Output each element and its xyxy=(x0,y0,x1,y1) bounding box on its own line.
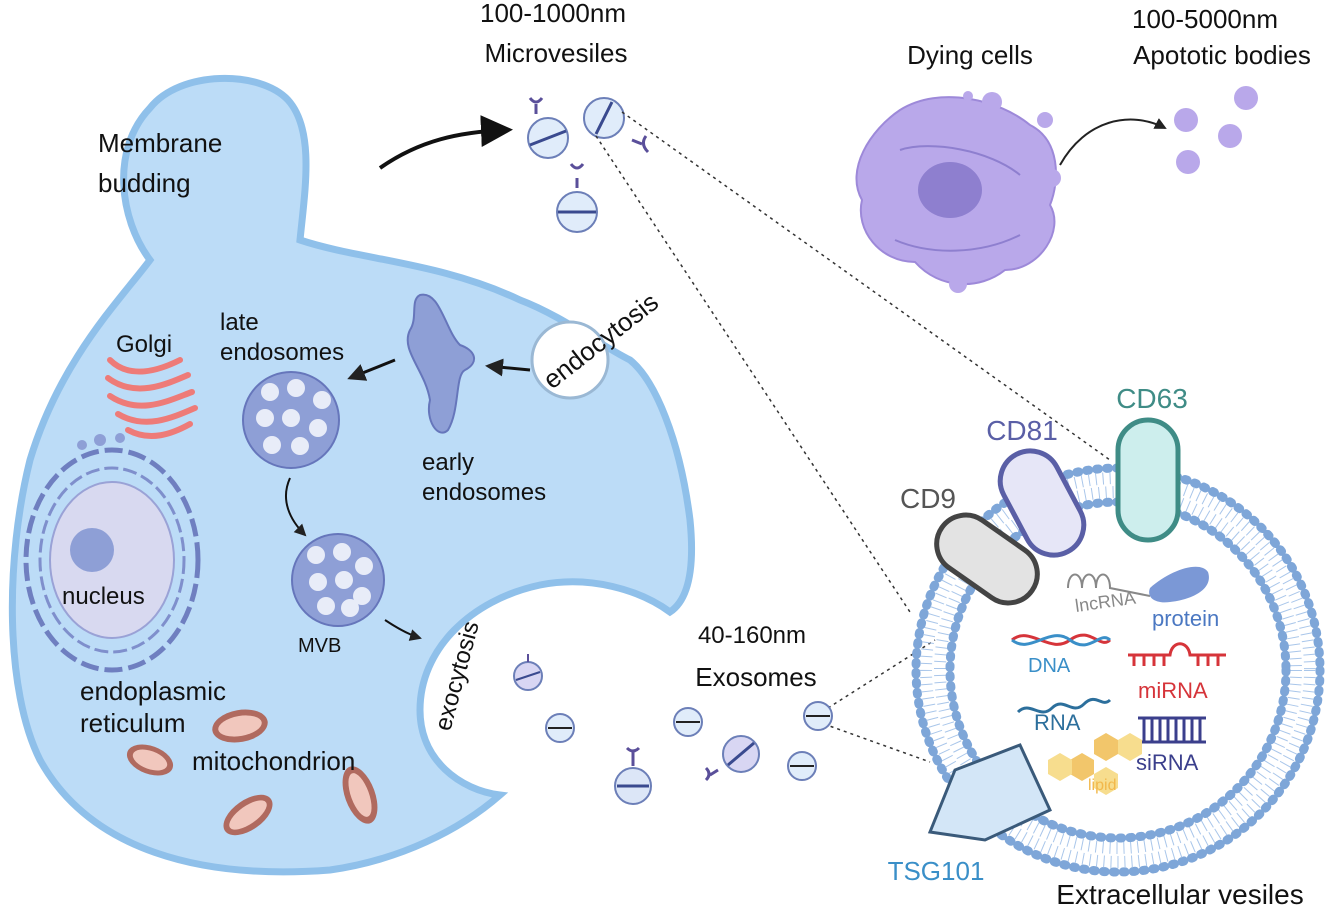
early-label: early xyxy=(422,449,474,476)
apoptotic-bodies-icon xyxy=(1174,86,1258,174)
ev-lipid-tails-outer xyxy=(920,472,1316,868)
tsg101-label: TSG101 xyxy=(888,856,985,886)
er-inner xyxy=(38,466,186,654)
cd63-label: CD63 xyxy=(1116,383,1188,414)
mitochondrion-icon xyxy=(126,744,174,776)
nucleolus xyxy=(70,528,114,572)
membrane-label: Membrane xyxy=(98,128,222,158)
endocytosis-arrow xyxy=(485,358,531,377)
early-endosomes-label: endosomes xyxy=(422,479,546,506)
microvesicles-size-label: 100-1000nm xyxy=(480,0,626,28)
nucleus xyxy=(49,481,175,639)
sirna-icon xyxy=(1138,716,1206,744)
apoptosis-arrow xyxy=(1059,118,1167,166)
microvesicles-group xyxy=(527,97,650,233)
nucleus-label: nucleus xyxy=(62,583,145,610)
extracellular-vesicle xyxy=(911,417,1325,877)
cd9-marker xyxy=(934,512,1040,606)
lipid-icon xyxy=(1048,733,1142,795)
rna-label: RNA xyxy=(1034,710,1081,735)
exosomes-size-label: 40-160nm xyxy=(698,622,806,649)
early-endosome-icon xyxy=(406,293,475,434)
mitochondrion-icon xyxy=(212,709,268,743)
tsg101-marker xyxy=(927,743,1052,842)
cd9-label: CD9 xyxy=(900,483,956,514)
microvesicles-label: Microvesiles xyxy=(484,38,627,68)
early-to-late-arrow xyxy=(347,358,396,381)
microvesicle-icon xyxy=(556,163,598,233)
endocytosis-pit xyxy=(530,320,610,400)
exosome-icon xyxy=(803,701,833,731)
cd81-label: CD81 xyxy=(986,415,1058,446)
budding-label: budding xyxy=(98,168,191,198)
dying-cells-label: Dying cells xyxy=(907,40,1033,70)
cd81-marker xyxy=(997,448,1087,558)
protein-label: protein xyxy=(1152,606,1219,631)
mitochondrion-label: mitochondrion xyxy=(192,746,355,776)
dna-icon xyxy=(1011,633,1112,647)
late-endosomes-label: endosomes xyxy=(220,339,344,366)
extracellular-vesicles-label: Extracellular vesiles xyxy=(1056,879,1303,910)
mvb-icon xyxy=(291,533,385,627)
ev-lipid-tails-inner xyxy=(934,486,1302,854)
er-label-1: endoplasmic xyxy=(80,676,226,706)
exosomes-label: Exosomes xyxy=(695,662,816,692)
golgi-label: Golgi xyxy=(116,331,172,358)
sirna-label: siRNA xyxy=(1136,750,1199,775)
mitochondrion-icon xyxy=(342,766,378,824)
mirna-icon xyxy=(1128,642,1226,666)
late-endosome-icon xyxy=(242,371,340,469)
apoptotic-size-label: 100-5000nm xyxy=(1132,4,1278,34)
mvb-label: MVB xyxy=(298,635,341,657)
microvesicle-icon xyxy=(527,97,569,159)
late-label: late xyxy=(220,309,259,336)
microvesicle-icon xyxy=(583,97,650,154)
exosome-icon xyxy=(673,707,703,737)
cell xyxy=(8,75,696,876)
cd63-marker xyxy=(1115,417,1181,543)
mirna-label: miRNA xyxy=(1138,678,1208,703)
dna-label: DNA xyxy=(1028,655,1071,677)
er-label-2: reticulum xyxy=(80,708,185,738)
rna-icon xyxy=(1016,697,1112,714)
golgi-icon xyxy=(105,357,198,439)
exosome-icon xyxy=(787,751,817,781)
lncrna-icon xyxy=(1067,573,1151,597)
exosome-icon xyxy=(614,746,652,805)
mitochondria-group xyxy=(126,709,378,836)
cell-body xyxy=(8,75,696,876)
exosome-icon xyxy=(513,654,543,691)
exosomes-group xyxy=(513,654,833,805)
nucleus-group xyxy=(23,433,201,673)
protein-icon xyxy=(1149,566,1209,603)
er-outer xyxy=(23,447,201,673)
budding-arrow xyxy=(378,115,513,170)
mitochondrion-icon xyxy=(223,794,273,836)
late-to-mvb-arrow xyxy=(285,477,307,537)
exosome-icon xyxy=(545,713,575,743)
mvb-to-exocytosis-arrow xyxy=(384,619,422,641)
apoptotic-bodies-label: Apototic bodies xyxy=(1133,40,1311,70)
exosome-icon xyxy=(704,735,760,782)
lipid-label: lipid xyxy=(1088,777,1116,794)
dying-cell-icon xyxy=(855,91,1061,293)
